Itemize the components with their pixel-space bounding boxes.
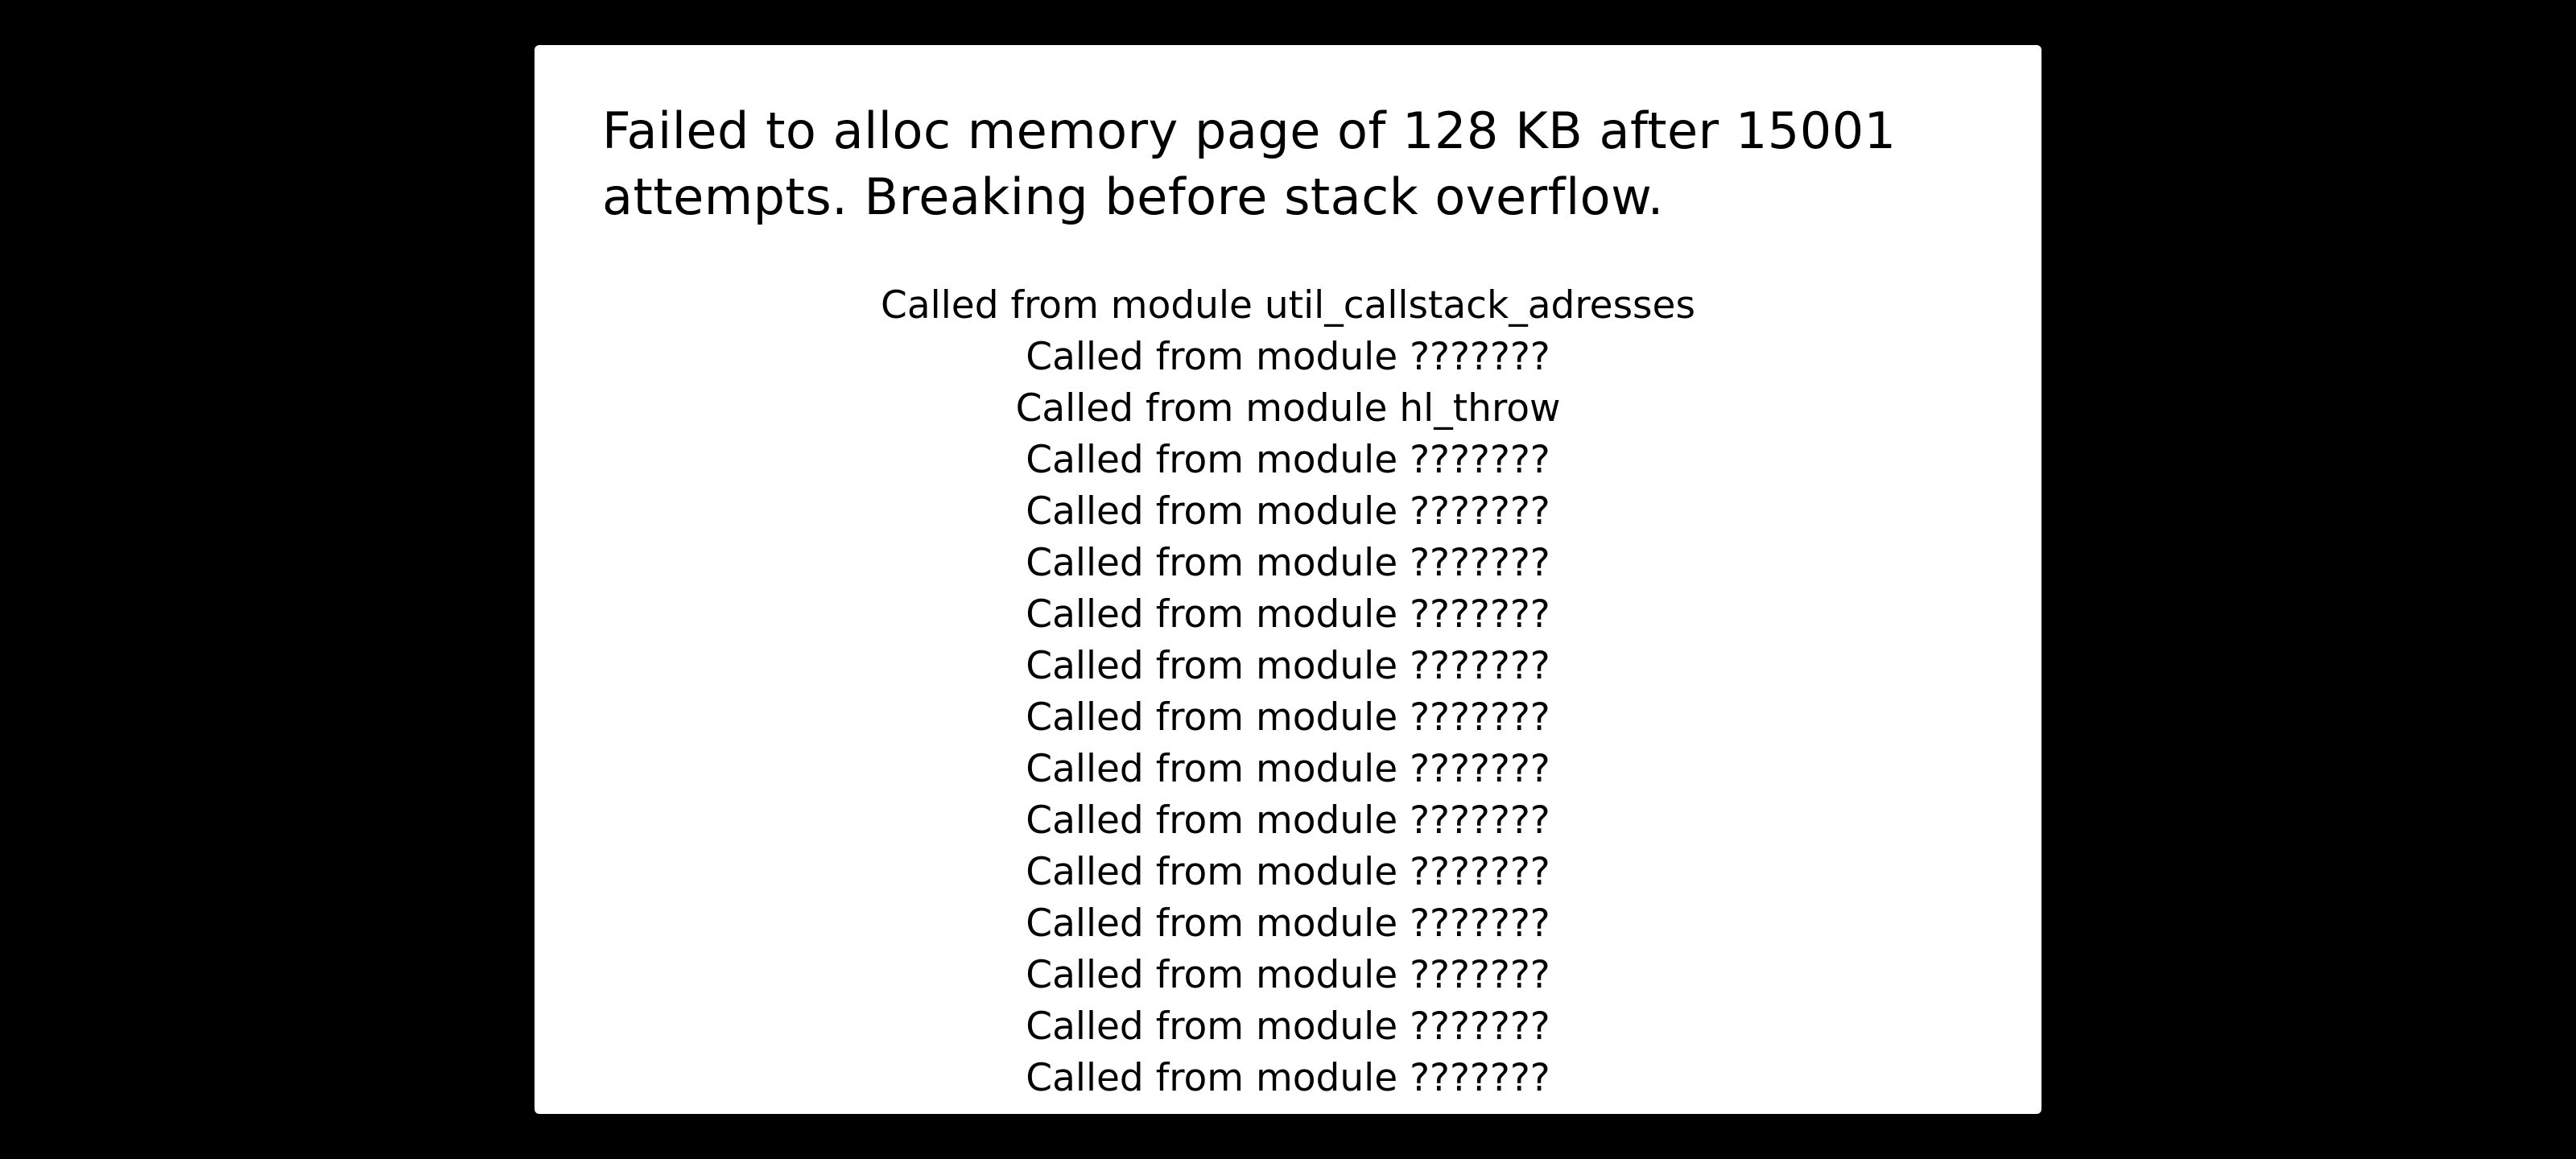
callstack-entry: Called from module ??????? <box>1026 644 1550 688</box>
callstack-entry: Called from module ??????? <box>1026 798 1550 843</box>
callstack-entry: Called from module ??????? <box>1026 592 1550 637</box>
callstack-list: Called from module util_callstack_adress… <box>535 280 2041 1104</box>
callstack-entry: Called from module ??????? <box>1026 695 1550 740</box>
callstack-entry: Called from module ??????? <box>1026 901 1550 946</box>
callstack-entry: Called from module ??????? <box>1026 747 1550 791</box>
callstack-entry: Called from module ??????? <box>1026 489 1550 534</box>
callstack-entry: Called from module ??????? <box>1026 335 1550 379</box>
callstack-entry: Called from module util_callstack_adress… <box>881 283 1695 328</box>
callstack-entry: Called from module ??????? <box>1026 541 1550 585</box>
callstack-entry: Called from module ??????? <box>1026 1004 1550 1049</box>
callstack-entry: Called from module ??????? <box>1026 438 1550 482</box>
error-dialog: Failed to alloc memory page of 128 KB af… <box>535 45 2041 1114</box>
callstack-entry: Called from module ??????? <box>1026 953 1550 997</box>
callstack-entry: Called from module ??????? <box>1026 850 1550 894</box>
callstack-entry: Called from module ??????? <box>1026 1056 1550 1100</box>
error-message: Failed to alloc memory page of 128 KB af… <box>602 101 1897 226</box>
callstack-entry: Called from module hl_throw <box>1015 386 1561 431</box>
